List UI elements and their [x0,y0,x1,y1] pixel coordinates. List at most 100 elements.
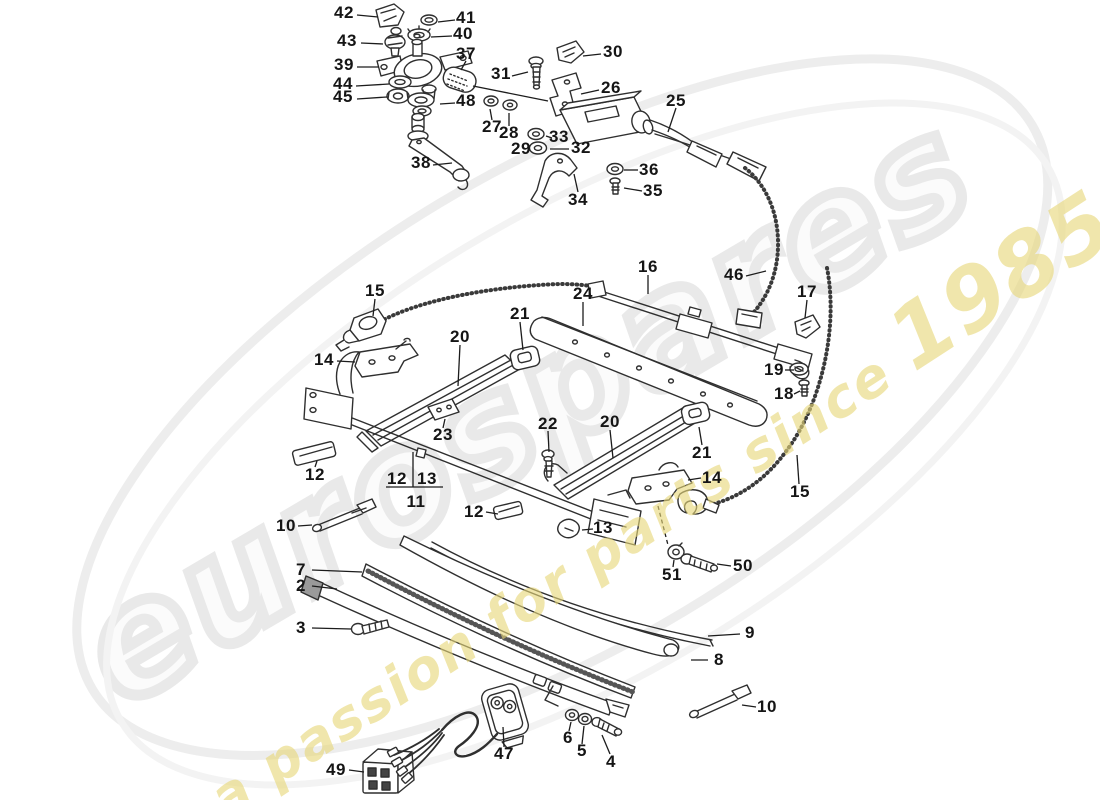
fraction-lines [386,452,443,488]
part-4-bolt [591,716,623,737]
callout-16: 16 [638,257,658,276]
part-28-washer [502,99,518,111]
part-22-screw [541,449,555,478]
part-25-drive-unit [559,90,767,182]
part-46-cable-end-connector [735,308,763,329]
callout-29: 29 [511,139,531,158]
part-14-left-slider [354,337,419,378]
part-17-clip-right [794,314,821,339]
callout-10: 10 [757,697,777,716]
callout-13: 13 [593,518,613,537]
part-21-right-block [680,401,711,426]
part-6-nut [564,708,580,722]
part-15-left-cable [374,282,599,326]
part-3-screw [350,619,390,636]
part-45-nut [386,88,410,104]
callout-9: 9 [745,623,755,642]
callout-21: 21 [510,304,530,323]
leader-lines [297,14,808,773]
part-10-lever-right [688,684,752,719]
callout-33: 33 [549,127,569,146]
part-15-right-cable [697,266,833,509]
callout-28: 28 [499,123,519,142]
part-12-clip-mid [492,500,524,521]
callout-5: 5 [577,741,587,760]
callout-23: 23 [433,425,453,444]
callout-37: 37 [456,44,476,63]
callout-18: 18 [774,384,794,403]
callout-15: 15 [365,281,385,300]
callout-14: 14 [314,350,334,369]
callout-12: 12 [305,465,325,484]
callout-25: 25 [666,91,686,110]
part-29-nut [528,141,548,155]
callout-7: 7 [296,560,306,579]
part-31-screw [528,56,544,90]
callout-27: 27 [482,117,502,136]
callout-44: 44 [333,74,353,93]
callout-39: 39 [334,55,354,74]
part-46-cable [743,166,781,315]
part-24-rear-bar [529,316,768,427]
callout-41: 41 [456,8,476,27]
part-18-screw [798,379,810,397]
callout-47: 47 [494,744,514,763]
callout-36: 36 [639,160,659,179]
callout-4: 4 [606,752,616,771]
callout-26: 26 [601,78,621,97]
part-37-roller [442,66,477,93]
callout-21: 21 [692,443,712,462]
part-27-washer [483,95,499,107]
callout-34: 34 [568,190,588,209]
part-5-washer [577,712,593,726]
callout-20: 20 [450,327,470,346]
part-11-crossbar [303,351,642,546]
callout-6: 6 [563,728,573,747]
part-2-frame-rail [300,575,630,718]
part-51-washer [667,542,685,560]
callout-14: 14 [702,468,722,487]
callout-20: 20 [600,412,620,431]
callout-38: 38 [411,153,431,172]
callout-12: 12 [387,469,407,488]
part-10-lever-left [311,498,377,533]
part-14-right-slider [627,462,693,505]
callout-13: 13 [417,469,437,488]
callout-32: 32 [571,138,591,157]
part-33-nut [527,127,545,141]
part-47-switch [481,683,529,749]
part-19-nut [789,362,809,376]
part-15-right-cable-end [677,489,720,515]
callout-30: 30 [603,42,623,61]
callout-43: 43 [337,31,357,50]
part-13-clip-mid [557,518,580,539]
callout-22: 22 [538,414,558,433]
callout-15: 15 [790,482,810,501]
callout-24: 24 [573,284,593,303]
part-34-bracket [530,152,578,208]
part-35-screw [609,177,621,195]
callout-2: 2 [296,576,306,595]
callout-12: 12 [464,502,484,521]
callout-11: 11 [406,492,426,511]
part-15-left-guide [335,308,387,352]
callout-42: 42 [334,3,354,22]
callout-45: 45 [333,87,353,106]
callout-31: 31 [491,64,511,83]
part-50-screw [680,553,719,573]
callout-51: 51 [662,565,682,584]
callout-49: 49 [326,760,346,779]
part-38-crank-arm [407,112,470,191]
callout-19: 19 [764,360,784,379]
part-49-connector-harness [362,711,499,794]
callout-48: 48 [456,91,476,110]
callout-46: 46 [724,265,744,284]
part-36-nut [606,162,624,176]
callout-50: 50 [733,556,753,575]
callout-17: 17 [797,282,817,301]
callout-8: 8 [714,650,724,669]
callout-3: 3 [296,618,306,637]
